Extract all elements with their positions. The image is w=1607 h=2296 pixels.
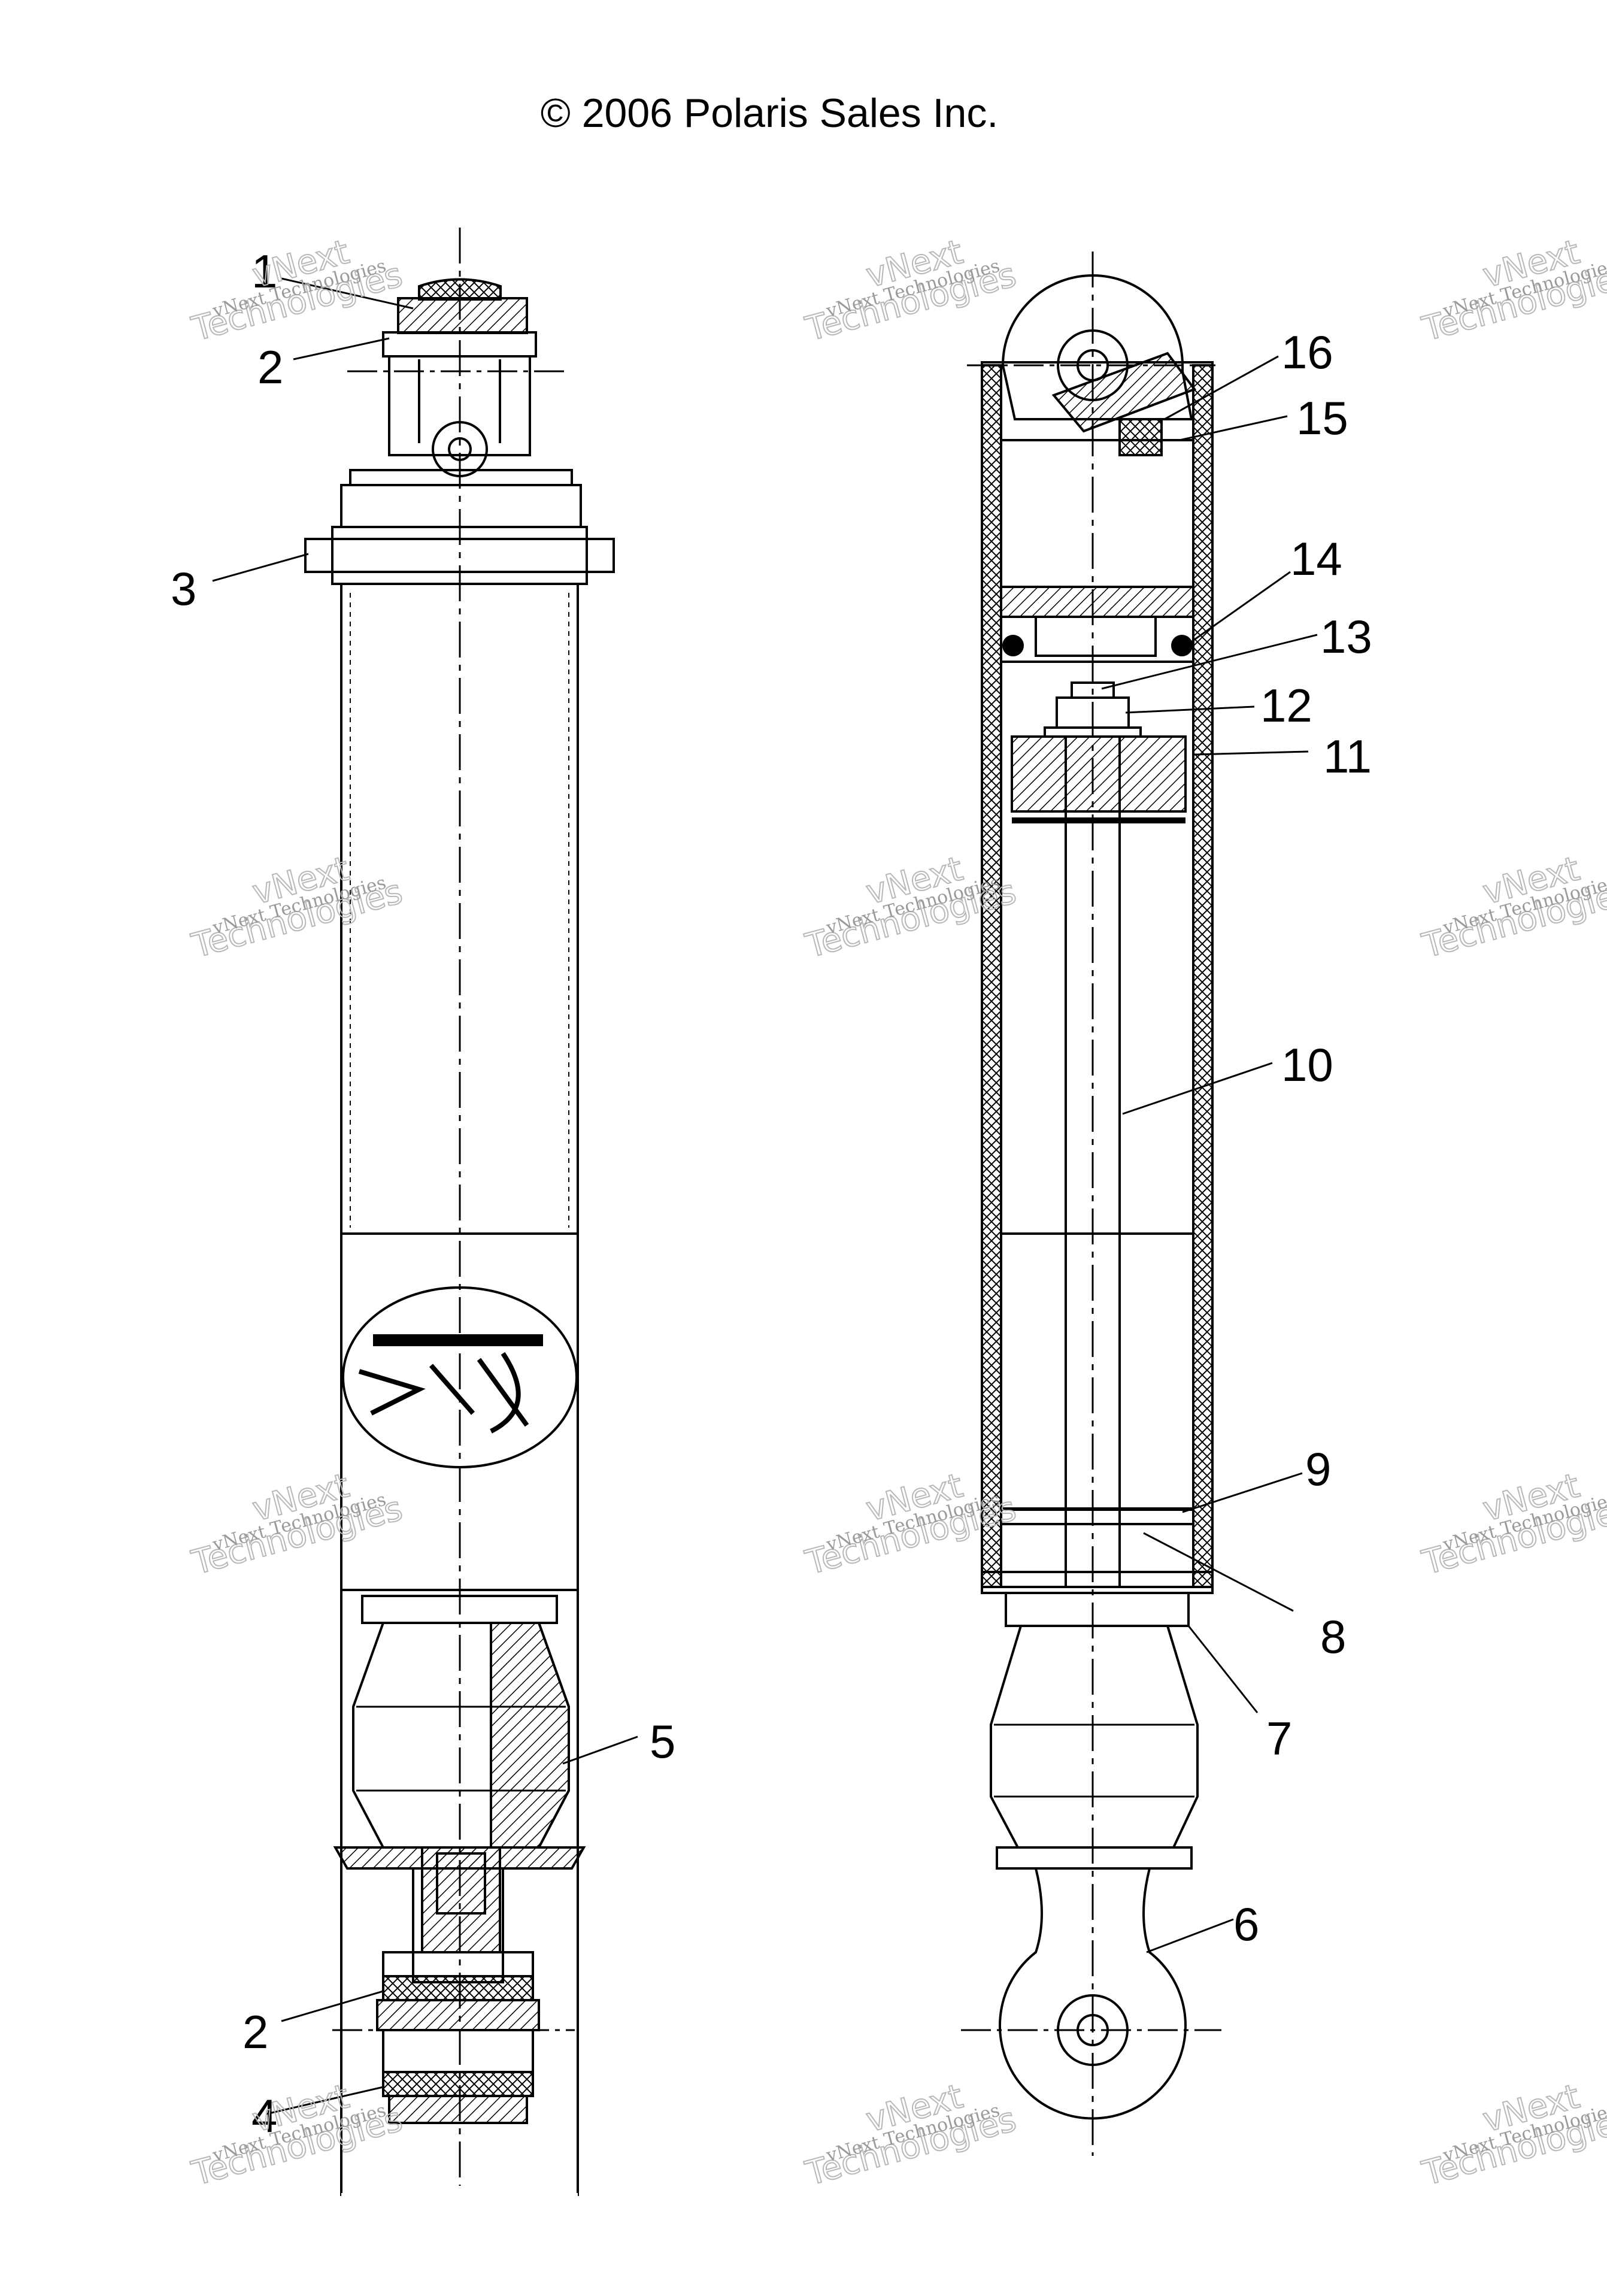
callout-16: 16 — [1281, 326, 1333, 378]
watermark: vNext Technologies vNext Technologies — [801, 232, 1021, 349]
watermark: vNext Technologies vNext Technologies — [1418, 232, 1607, 349]
callout-11: 11 — [1323, 730, 1372, 783]
watermark: vNext Technologies vNext Technologies — [187, 232, 407, 349]
right-shock-cutaway — [961, 252, 1221, 2156]
callout-6: 6 — [1233, 1898, 1259, 1950]
copyright-notice: © 2006 Polaris Sales Inc. — [540, 90, 999, 136]
callout-7: 7 — [1266, 1712, 1292, 1765]
callout-5: 5 — [650, 1715, 675, 1768]
callout-8: 8 — [1320, 1610, 1346, 1663]
callout-9: 9 — [1305, 1443, 1331, 1495]
watermark: vNext Technologies vNext Technologies — [1418, 1465, 1607, 1583]
leader-lines — [212, 277, 1318, 2115]
callout-2-top: 2 — [257, 341, 283, 393]
watermark: vNext Technologies vNext Technologies — [187, 849, 407, 966]
callout-labels: 1 2 3 5 2 4 16 15 14 13 12 11 10 9 8 7 6 — [171, 245, 1372, 2142]
callout-14: 14 — [1290, 532, 1342, 585]
callout-2-bottom: 2 — [242, 2006, 268, 2058]
watermark: vNext Technologies vNext Technologies — [801, 2076, 1021, 2194]
watermark: vNext Technologies vNext Technologies — [1418, 849, 1607, 966]
callout-1: 1 — [251, 245, 277, 298]
callout-13: 13 — [1320, 610, 1372, 663]
callout-10: 10 — [1281, 1038, 1333, 1091]
watermarks: vNext Technologies vNext Technologies vN… — [187, 232, 1607, 2194]
left-shock-exterior — [304, 228, 615, 2197]
watermark: vNext Technologies vNext Technologies — [187, 2076, 407, 2194]
watermark: vNext Technologies vNext Technologies — [1418, 2076, 1607, 2194]
callout-4: 4 — [251, 2089, 277, 2142]
callout-3: 3 — [171, 562, 196, 615]
watermark: vNext Technologies vNext Technologies — [187, 1465, 407, 1583]
callout-15: 15 — [1296, 392, 1348, 444]
callout-12: 12 — [1260, 679, 1312, 732]
ryde-fx-logo — [342, 1286, 578, 1468]
